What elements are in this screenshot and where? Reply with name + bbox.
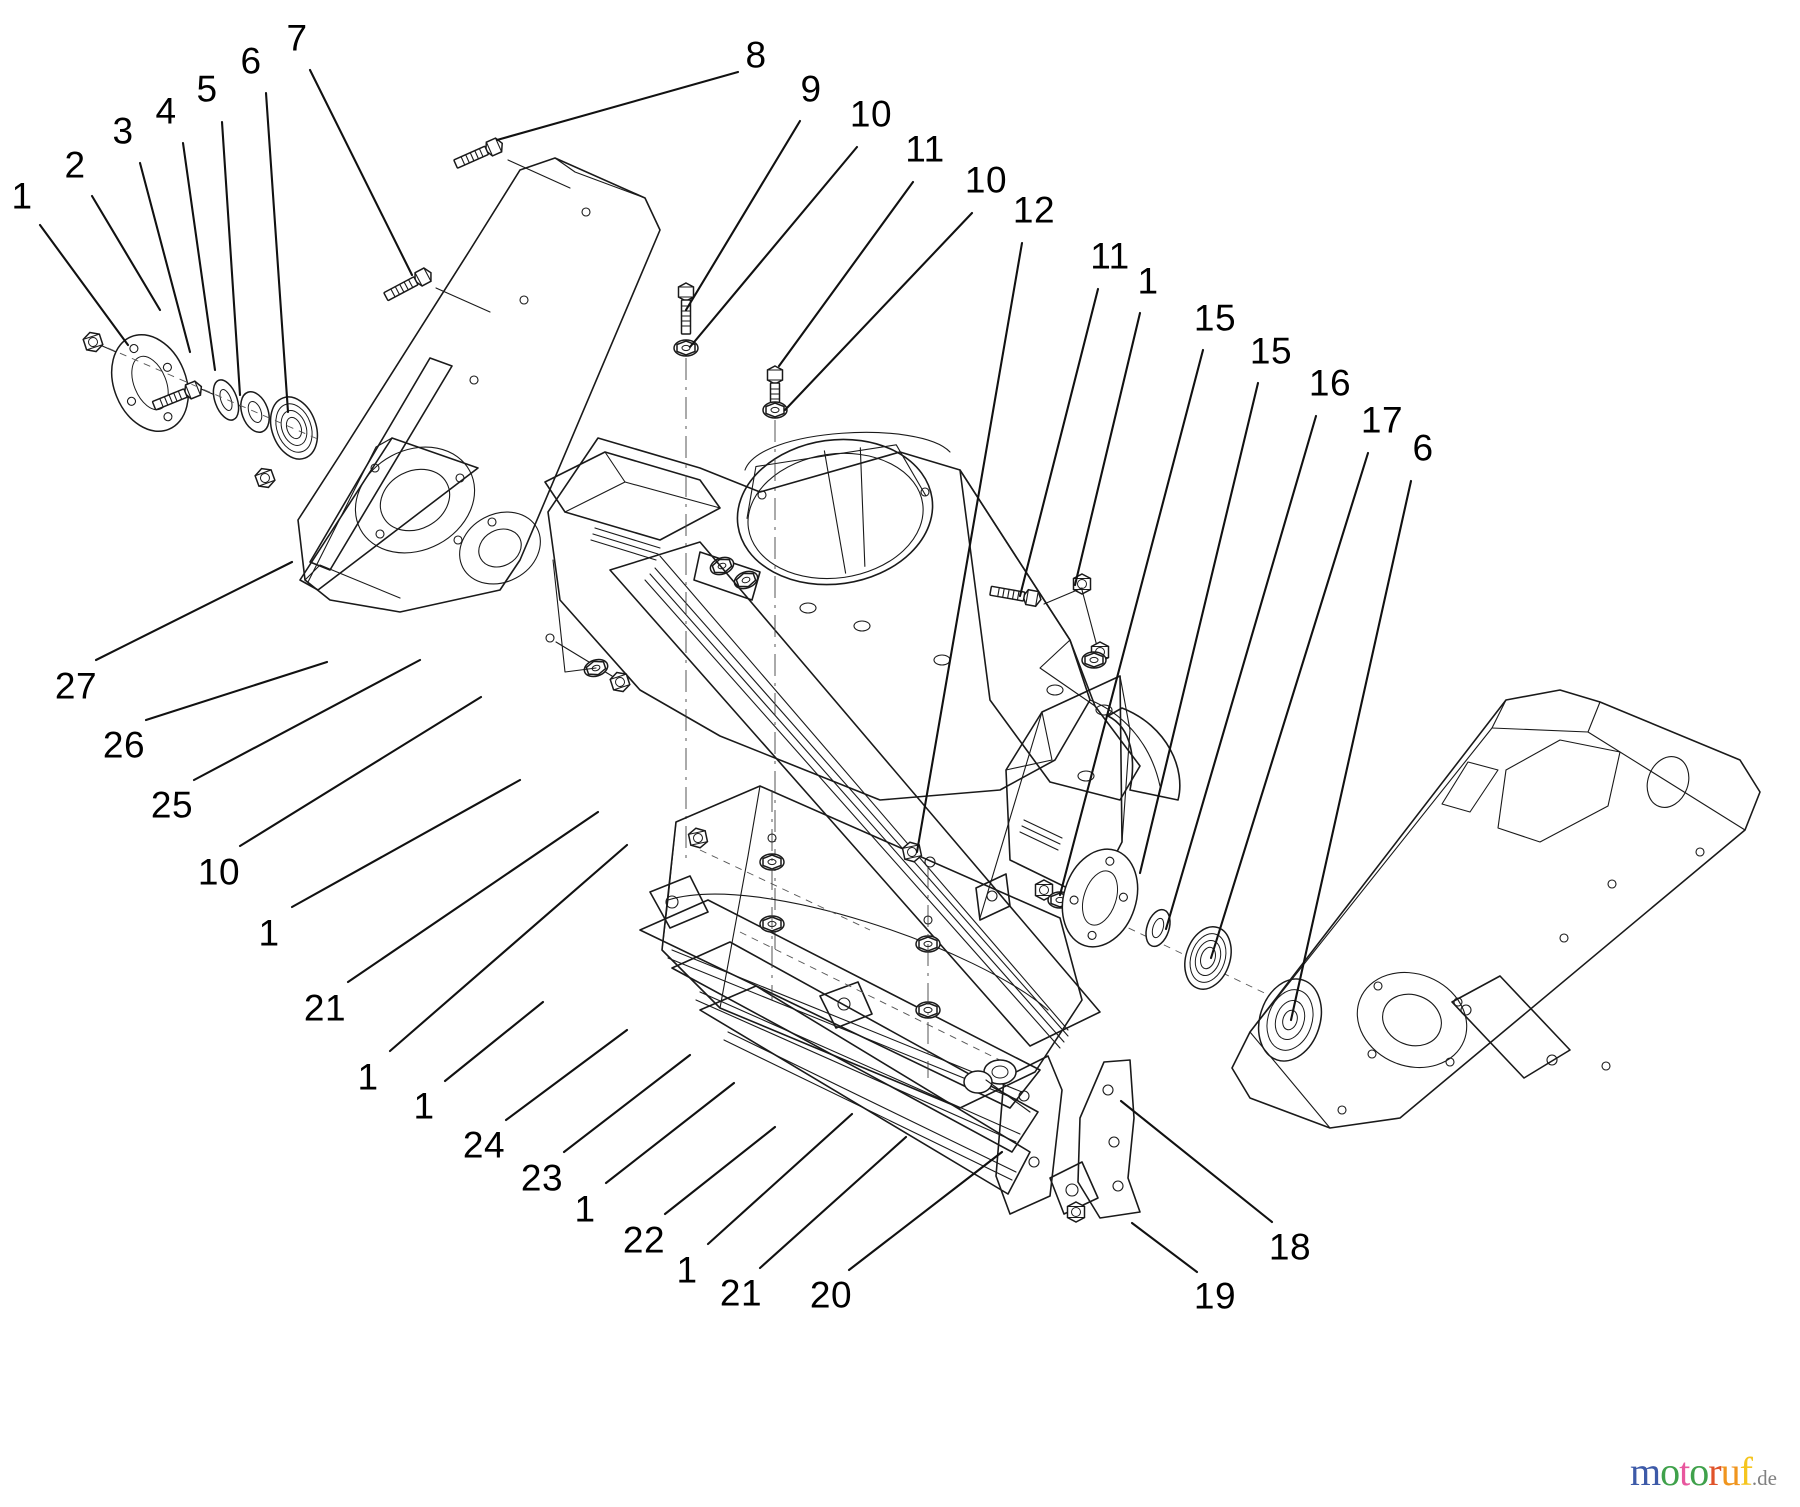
leader-line [1289, 479, 1413, 1022]
leader-line [1138, 381, 1260, 875]
motoruf-watermark: motoruf.de [1630, 1452, 1777, 1492]
leader-line [308, 68, 414, 277]
left-bearing-hardware-stack [81, 135, 571, 492]
leader-line [94, 560, 294, 662]
callout-number: 7 [286, 17, 308, 59]
callout-number: 19 [1193, 1275, 1237, 1317]
callout-number: 11 [1090, 235, 1130, 277]
callout-number: 9 [800, 68, 822, 110]
mid-left-hardware [545, 559, 632, 695]
leader-line [1073, 311, 1142, 587]
callout-number: 3 [112, 110, 134, 152]
leader-line [1209, 451, 1370, 960]
left-side-plate-assembly [297, 157, 661, 613]
leader-line [192, 658, 422, 782]
leader-line [290, 778, 522, 909]
leader-line [90, 194, 162, 312]
callout-number: 4 [155, 90, 177, 132]
callout-number: 8 [745, 34, 767, 76]
leader-line [144, 660, 329, 722]
callout-leader-lines [38, 68, 1413, 1274]
callout-number: 18 [1268, 1226, 1312, 1268]
leader-line [138, 161, 192, 354]
callout-number: 25 [150, 784, 194, 826]
leader-line [1164, 414, 1318, 931]
leader-line [604, 1081, 736, 1185]
callout-number: 24 [462, 1124, 506, 1166]
leader-line [684, 119, 802, 312]
callout-number: 22 [622, 1219, 666, 1261]
callout-number: 1 [1137, 260, 1159, 302]
right-side-plate [1231, 689, 1761, 1129]
leader-line [915, 241, 1024, 854]
leader-line [1130, 1221, 1199, 1274]
leader-line [38, 223, 130, 347]
callout-number: 12 [1012, 189, 1056, 231]
callout-number: 1 [676, 1249, 698, 1291]
callout-number: 10 [964, 159, 1008, 201]
leader-line [562, 1053, 692, 1154]
leader-line [758, 1135, 908, 1270]
watermark-letter: f [1739, 1449, 1753, 1494]
callout-number: 1 [574, 1188, 596, 1230]
callout-number: 15 [1249, 330, 1293, 372]
leader-line [1018, 287, 1100, 598]
callout-number: 17 [1360, 399, 1404, 441]
watermark-letter: r [1708, 1449, 1721, 1494]
watermark-letter: m [1630, 1449, 1661, 1494]
callout-number: 1 [11, 175, 33, 217]
auger-housing [544, 431, 1181, 1049]
leader-line [847, 1150, 1004, 1272]
callout-number: 1 [357, 1056, 379, 1098]
leader-line [1058, 348, 1205, 897]
leader-line [181, 141, 217, 372]
leader-line [388, 843, 629, 1053]
skid-shoe-assembly [963, 1055, 1141, 1223]
leader-line [663, 1125, 777, 1216]
callout-number: 5 [196, 68, 218, 110]
callout-number: 1 [413, 1085, 435, 1127]
leader-line [706, 1112, 854, 1246]
leader-line [688, 145, 859, 349]
callout-number: 10 [849, 93, 893, 135]
callout-number: 2 [64, 144, 86, 186]
callout-number: 16 [1308, 362, 1352, 404]
leader-line [238, 695, 483, 848]
callout-number: 27 [54, 665, 98, 707]
leader-line [777, 180, 915, 368]
callout-number: 20 [809, 1274, 853, 1316]
callout-number: 26 [102, 724, 146, 766]
callout-number: 6 [1412, 427, 1434, 469]
leader-line [220, 120, 242, 397]
watermark-letter: o [1689, 1449, 1709, 1494]
watermark-letter: t [1679, 1449, 1690, 1494]
leader-line [495, 70, 740, 142]
watermark-letter: u [1720, 1449, 1741, 1494]
watermark-suffix: .de [1751, 1466, 1777, 1490]
auger-floor-assembly [639, 785, 1083, 1195]
callout-number: 6 [240, 40, 262, 82]
watermark-letter: o [1660, 1449, 1680, 1494]
leader-line [346, 810, 600, 984]
callout-number: 1 [258, 912, 280, 954]
leader-line [783, 211, 974, 412]
callout-number: 23 [520, 1157, 564, 1199]
leader-line [504, 1028, 629, 1122]
leader-line [443, 1000, 545, 1083]
callout-number: 21 [303, 987, 347, 1029]
callout-number: 21 [719, 1272, 763, 1314]
leader-line [1119, 1099, 1274, 1224]
callout-number: 15 [1193, 297, 1237, 339]
leader-line [264, 91, 290, 414]
callout-number: 11 [905, 128, 945, 170]
callout-number: 10 [197, 851, 241, 893]
